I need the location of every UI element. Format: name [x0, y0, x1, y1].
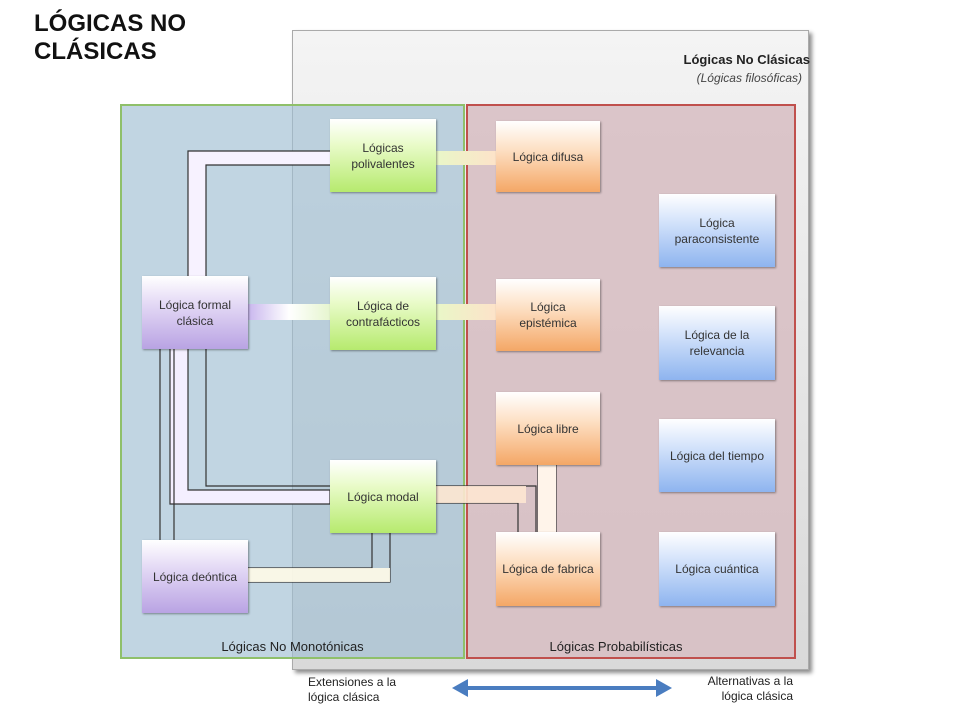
- box-logica-deontica: Lógica deóntica: [142, 540, 248, 613]
- container-title: Lógicas No Clásicas: [683, 52, 810, 67]
- page-title: LÓGICAS NO CLÁSICAS: [34, 10, 187, 65]
- box-logica-formal-clasica: Lógica formal clásica: [142, 276, 248, 349]
- box-logica-modal: Lógica modal: [330, 460, 436, 533]
- box-logica-cuantica: Lógica cuántica: [659, 532, 775, 606]
- box-logicas-polivalentes: Lógicas polivalentes: [330, 119, 436, 192]
- box-logica-paraconsistente: Lógica paraconsistente: [659, 194, 775, 267]
- box-logica-contrafacticos: Lógica de contrafácticos: [330, 277, 436, 350]
- connector-formal-deontica: [159, 345, 175, 542]
- box-logica-difusa: Lógica difusa: [496, 121, 600, 192]
- connector-modal-deontica: [248, 533, 391, 583]
- bidirectional-arrow: [452, 679, 672, 697]
- connector-formal-modal: [169, 344, 331, 505]
- box-logica-fabrica: Lógica de fabrica: [496, 532, 600, 606]
- region-label-probabilistic: Lógicas Probabilísticas: [549, 639, 683, 654]
- connector-formal-contrafacticos: [248, 304, 330, 320]
- connector-contrafacticos-epistemica: [436, 304, 496, 320]
- footer-extensions-label: Extensiones a la lógica clásica: [308, 675, 397, 704]
- region-label-non-monotonic: Lógicas No Monotónicas: [221, 639, 364, 654]
- connector-libre-fabrica: [537, 465, 557, 532]
- connector-formal-polivalentes: [187, 150, 333, 281]
- box-logica-libre: Lógica libre: [496, 392, 600, 465]
- connector-modal-fabrica: [436, 485, 537, 532]
- connector-polivalentes-difusa: [436, 151, 496, 165]
- box-logica-tiempo: Lógica del tiempo: [659, 419, 775, 492]
- footer-alternatives-label: Alternativas a la lógica clásica: [707, 674, 793, 703]
- box-logica-epistemica: Lógica epistémica: [496, 279, 600, 351]
- container-subtitle: (Lógicas filosóficas): [696, 71, 802, 85]
- box-logica-relevancia: Lógica de la relevancia: [659, 306, 775, 380]
